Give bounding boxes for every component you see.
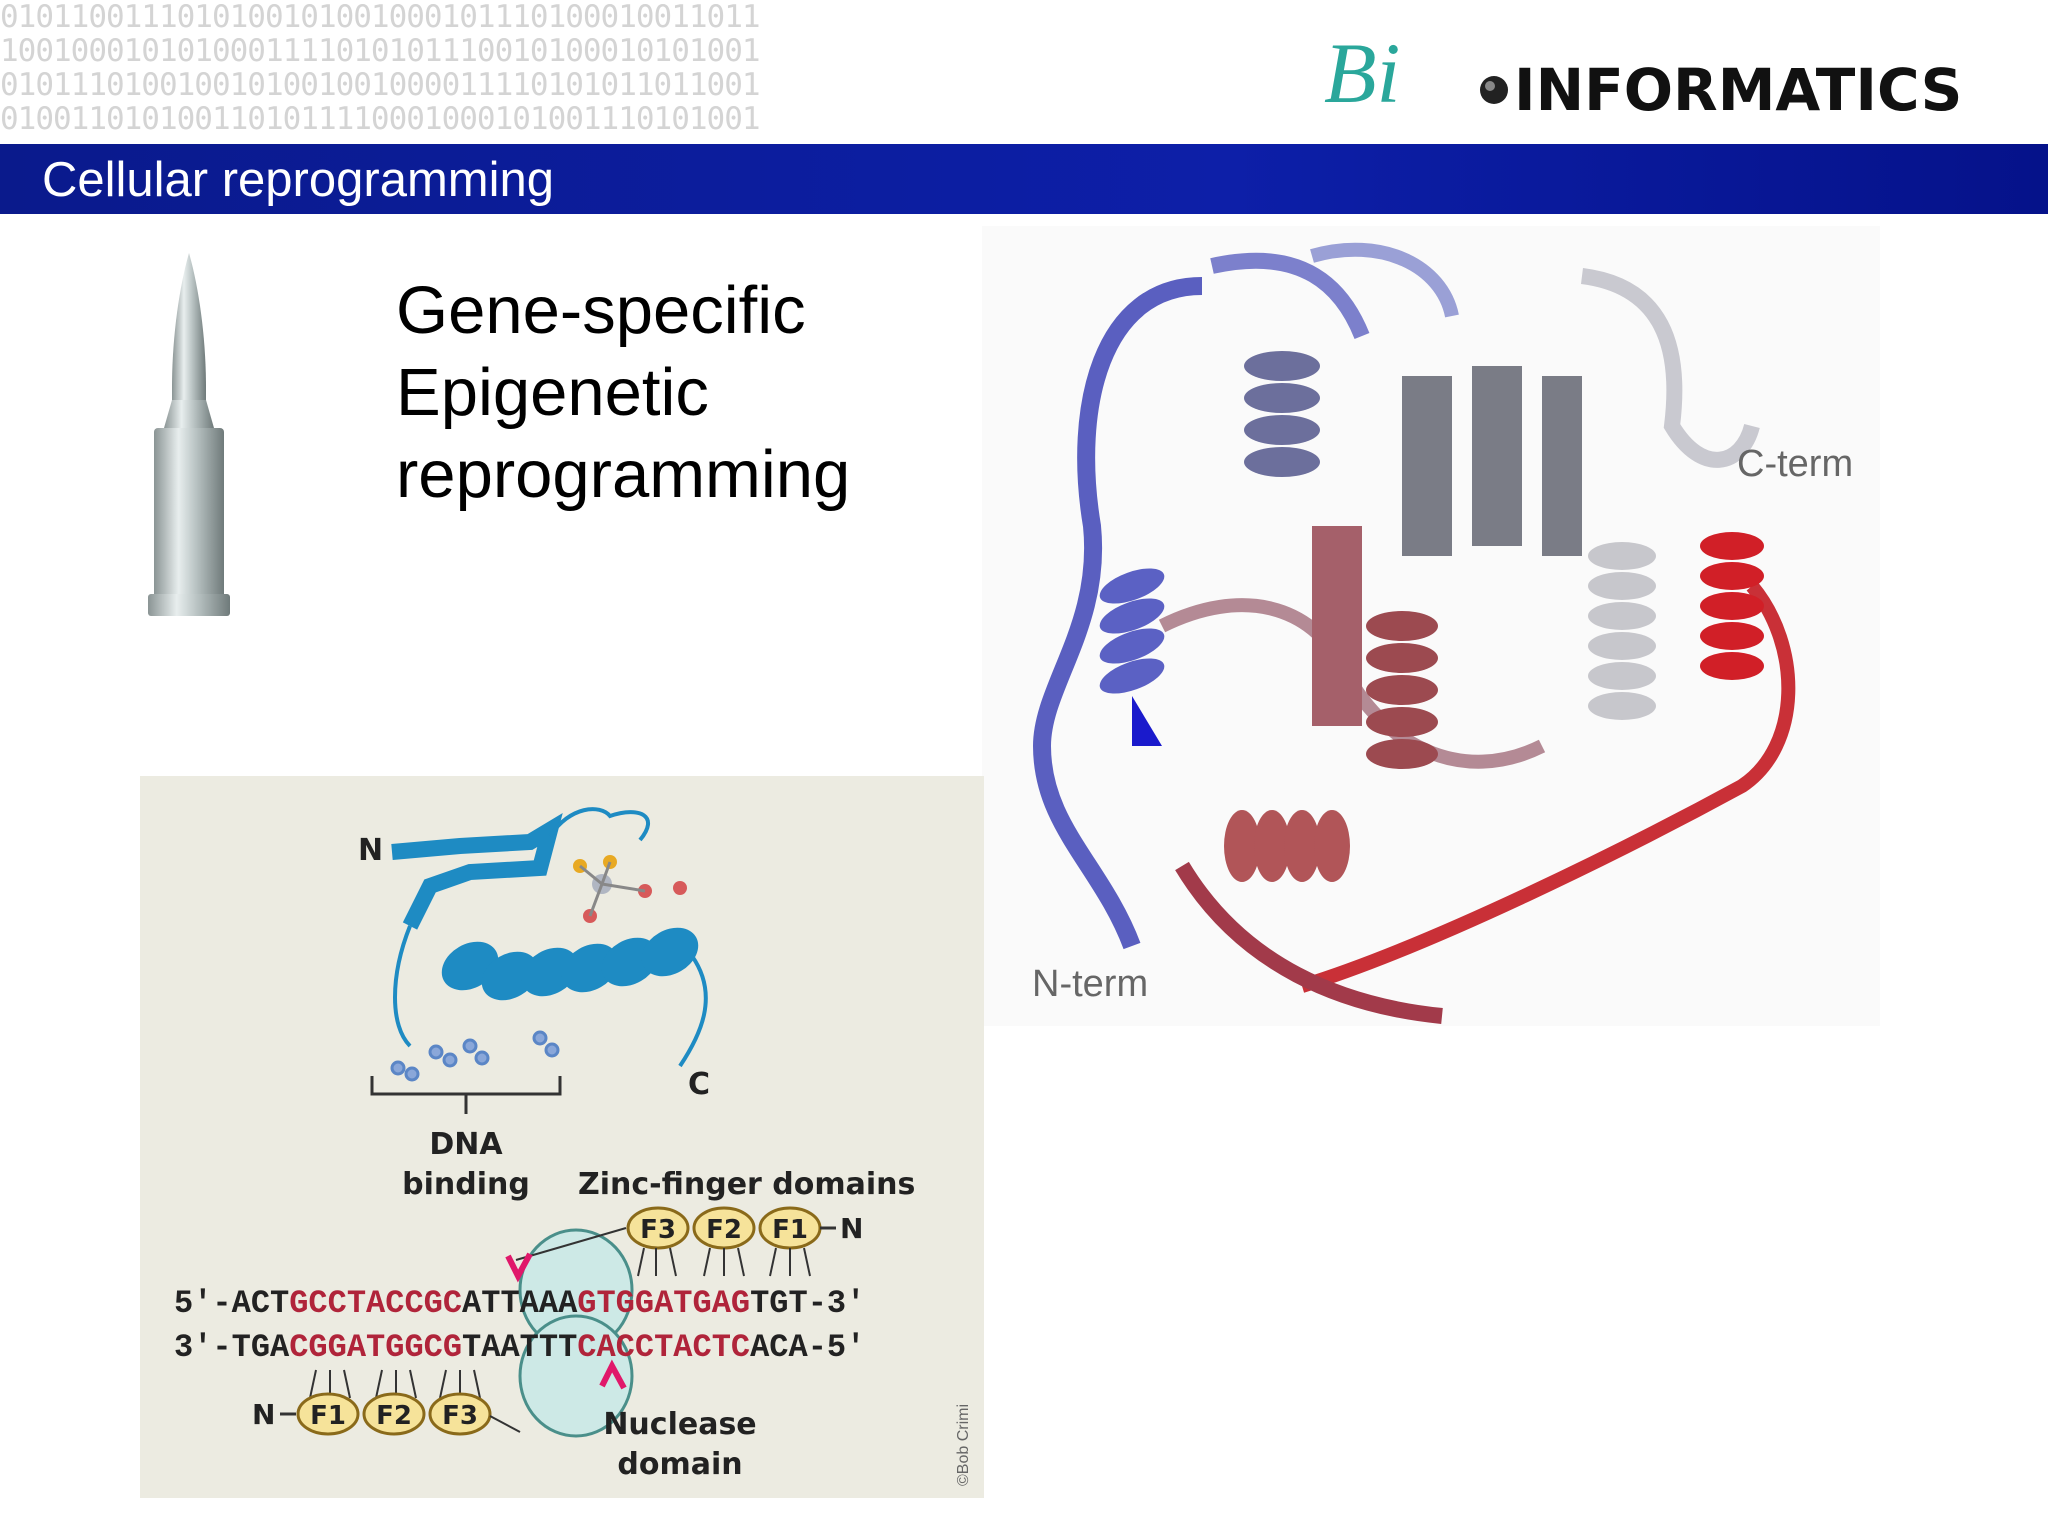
bioinformatics-logo: Bi INFORMATICS [1324, 25, 1962, 124]
nuclease-domain-label: Nuclease [603, 1407, 756, 1442]
cut-mark-icon [505, 1252, 533, 1283]
finger-label: F1 [772, 1215, 808, 1245]
binary-line: 1001000101010001111010101110010100010101… [0, 33, 761, 69]
top-n-label: N [840, 1212, 863, 1245]
protein-structure-figure: C-term N-term [982, 226, 1880, 1026]
zinc-finger-nuclease-figure: N C DNA binding Zinc-finger domains F3 [140, 776, 984, 1498]
binary-line: 0101110100100101001001000011110101011011… [0, 67, 761, 103]
dna-bottom-strand: 3'-TGACGGATGGCGTAATTTCACCTACTCACA-5' [174, 1329, 865, 1366]
bottom-zinc-fingers: N F1 F2 F3 [252, 1369, 521, 1436]
headline: Gene-specific Epigenetic reprogramming [396, 270, 956, 516]
headline-line: reprogramming [396, 437, 851, 512]
binary-line: 0101100111010100101001000101110100010011… [0, 0, 761, 35]
headline-line: Gene-specific [396, 273, 806, 348]
binary-background: 0101100111010100101001000101110100010011… [0, 0, 761, 140]
finger-label: F3 [640, 1215, 676, 1245]
logo-informatics-text: INFORMATICS [1514, 56, 1962, 124]
zf-n-label: N [358, 833, 383, 868]
n-term-label: N-term [1032, 963, 1148, 1005]
headline-line: Epigenetic [396, 355, 709, 430]
logo-bi-text: Bi [1324, 25, 1400, 121]
top-zinc-fingers: F3 F2 F1 N [515, 1206, 863, 1277]
bullet-image [148, 253, 230, 616]
cut-mark-icon [599, 1359, 627, 1390]
finger-label: F3 [442, 1401, 478, 1431]
finger-label: F2 [376, 1401, 412, 1431]
logo-ball-icon [1480, 76, 1508, 104]
zf-c-label: C [688, 1067, 710, 1102]
binary-line: 0100110101001101011110001000101001110101… [0, 101, 761, 137]
c-term-label: C-term [1737, 443, 1853, 485]
bottom-n-label: N [252, 1398, 275, 1431]
image-credit: ©Bob Crimi [955, 1404, 972, 1486]
finger-label: F2 [706, 1215, 742, 1245]
dna-binding-label: binding [402, 1167, 530, 1202]
zinc-finger-domains-label: Zinc-finger domains [578, 1167, 915, 1202]
title-bar: Cellular reprogramming [0, 144, 2048, 214]
dna-binding-label: DNA [429, 1127, 503, 1162]
dna-top-strand: 5'-ACTGCCTACCGCATTAAAGTGGATGAGTGT-3' [174, 1285, 865, 1322]
finger-label: F1 [310, 1401, 346, 1431]
slide-title: Cellular reprogramming [42, 153, 554, 207]
nuclease-domain-label: domain [617, 1447, 742, 1482]
